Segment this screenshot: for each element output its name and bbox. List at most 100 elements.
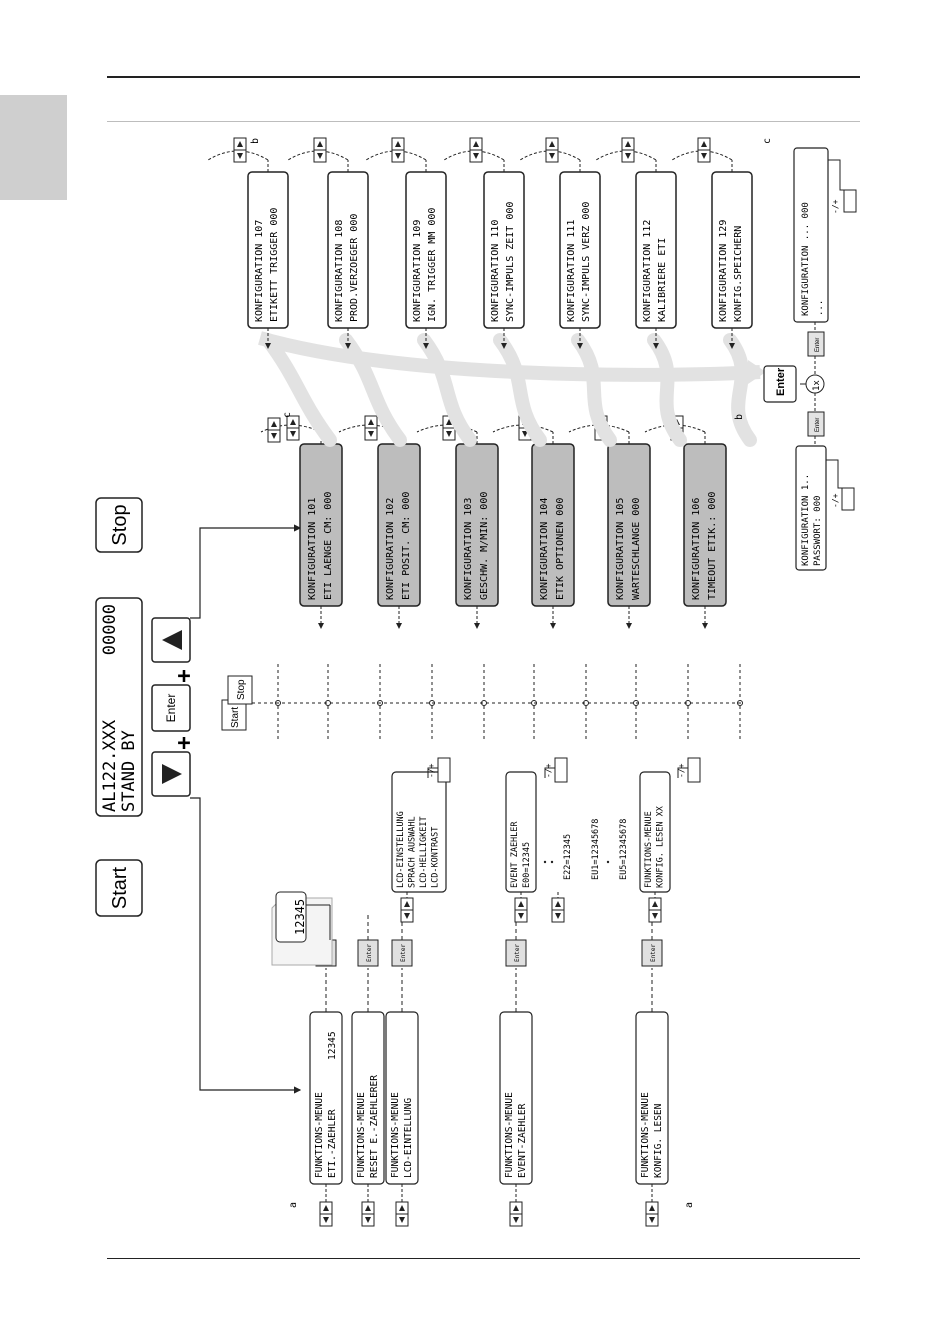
function-menu-title: FUNKTIONS-MENUE — [640, 1092, 651, 1178]
minus-plus-key[interactable] — [437, 757, 451, 783]
config-parameter-101: KONFIGURATION 101 ETI LAENGE CM: 000 — [260, 415, 343, 629]
config-label: ETIK OPTIONEN 000 — [555, 498, 566, 600]
down-arrow-icon — [365, 1217, 371, 1223]
submenu-line: E00=12345 — [522, 842, 532, 888]
up-arrow-icon — [290, 419, 296, 425]
ellipsis-dot — [606, 860, 610, 864]
enter-key-label: Enter — [366, 944, 373, 962]
enter-key-large[interactable]: Enter — [763, 365, 797, 403]
stop-key[interactable]: Stop — [95, 497, 143, 553]
svg-text:KONFIGURATION 1..: KONFIGURATION 1.. — [801, 474, 811, 566]
function-menu-label: RESET E.-ZAEHLERER — [369, 1075, 380, 1178]
up-arrow-icon — [549, 141, 555, 147]
submenu-line: LCD-KONTRAST — [431, 827, 441, 888]
start-key[interactable]: Start — [95, 859, 143, 917]
submenu-line: LCD-EINSTELLUNG — [396, 811, 406, 888]
config-label: SYNC-IMPULS VERZ 000 — [581, 202, 592, 322]
function-menu-column: FUNKTIONS-MENUEETI.-ZAEHLER12345EnterFUN… — [309, 912, 669, 1227]
up-arrow-icon — [404, 901, 410, 907]
flow-band — [723, 333, 757, 447]
down-arrow-icon — [473, 153, 479, 159]
enter-key-mini[interactable] — [807, 411, 825, 437]
counter-ticket: 12345 — [271, 891, 333, 966]
chapter-tab-marker — [0, 95, 67, 200]
svg-text:Enter: Enter — [164, 694, 178, 723]
function-menu-value: 12345 — [327, 1031, 338, 1060]
minus-plus-key[interactable] — [843, 189, 857, 213]
config-title: KONFIGURATION 102 — [385, 498, 396, 600]
svg-text:b: b — [734, 414, 745, 420]
flow-band — [571, 333, 617, 447]
submenu-line: EVENT ZAEHLER — [510, 821, 520, 888]
config-label: PROD.VERZOEGER 000 — [349, 214, 360, 322]
config-label: ETI POSIT. CM: 000 — [401, 492, 412, 600]
minus-plus-key[interactable] — [554, 757, 568, 783]
config-title: KONFIGURATION 101 — [307, 498, 318, 600]
svg-text:Start: Start — [230, 707, 241, 728]
svg-text:b: b — [250, 138, 261, 144]
ellipsis-dot — [543, 860, 547, 864]
config-label: TIMEOUT ETIK.: 000 — [707, 492, 718, 600]
header-rule — [107, 76, 860, 78]
svg-text:PASSWORT: 000: PASSWORT: 000 — [813, 496, 823, 566]
connector — [677, 767, 688, 778]
function-menu-title: FUNKTIONS-MENUE — [356, 1092, 367, 1178]
minus-plus-key[interactable] — [687, 757, 701, 783]
svg-text:Enter: Enter — [815, 338, 821, 352]
config-label: GESCHW. M/MIN: 000 — [479, 492, 490, 600]
svg-text:-/+: -/+ — [831, 493, 840, 508]
minus-plus-label: -/+ — [427, 763, 436, 778]
up-arrow-icon — [399, 1205, 405, 1211]
minus-plus-key[interactable] — [841, 487, 855, 511]
svg-text:Stop: Stop — [236, 679, 247, 700]
submenu-box — [391, 771, 447, 893]
down-arrow-icon — [395, 153, 401, 159]
config-label: ETI LAENGE CM: 000 — [323, 492, 334, 600]
config-label: KALIBRIERE ETI — [657, 238, 668, 322]
submenu-line: KONFIG. LESEN XX — [656, 805, 666, 888]
enter-key-mini[interactable] — [807, 331, 825, 357]
config-label: IGN. TRIGGER MM 000 — [427, 208, 438, 322]
svg-text:12345: 12345 — [293, 899, 307, 935]
up-arrow-icon — [368, 419, 374, 425]
config-parameter-103: KONFIGURATION 103 GESCHW. M/MIN: 000 — [416, 415, 499, 629]
main-lcd-display: AL122.XXX STAND BY 00000 — [95, 597, 143, 817]
enter-key[interactable]: Enter — [151, 684, 191, 732]
down-arrow-icon — [555, 913, 561, 919]
svg-text:Enter: Enter — [775, 367, 787, 396]
up-arrow-icon — [555, 901, 561, 907]
minus-plus-label: -/+ — [544, 763, 553, 778]
up-arrow-icon — [446, 419, 452, 425]
up-arrow-key[interactable] — [151, 617, 191, 663]
function-menu-title: FUNKTIONS-MENUE — [390, 1092, 401, 1178]
submenu-line: FUNKTIONS-MENUE — [644, 811, 654, 888]
small-start-stop-keys[interactable]: Start Stop — [221, 675, 253, 731]
submenu-line: LCD-HELLIGKEIT — [419, 816, 429, 888]
svg-text:KONFIGURATION ... 000: KONFIGURATION ... 000 — [801, 202, 811, 316]
svg-text:a: a — [288, 1202, 299, 1208]
svg-text:c: c — [282, 412, 293, 418]
minus-plus-control: -/+ — [427, 757, 451, 783]
save-sequence: Enter 1x Enter Enter KONFIGURATION 1.. P… — [763, 147, 857, 571]
config-title: KONFIGURATION 103 — [463, 498, 474, 600]
down-arrow-key[interactable] — [151, 751, 191, 797]
down-arrow-icon — [518, 913, 524, 919]
submenu-line: EU5=12345678 — [619, 819, 629, 880]
down-arrow-icon — [625, 153, 631, 159]
down-arrow-icon — [368, 431, 374, 437]
config-title: KONFIGURATION 129 — [718, 220, 729, 322]
keypad-connectors — [190, 524, 302, 1094]
submenu-line: EU1=12345678 — [591, 819, 601, 880]
down-arrow-icon — [290, 431, 296, 437]
svg-text:1x: 1x — [812, 380, 822, 391]
up-arrow-icon — [323, 1205, 329, 1211]
